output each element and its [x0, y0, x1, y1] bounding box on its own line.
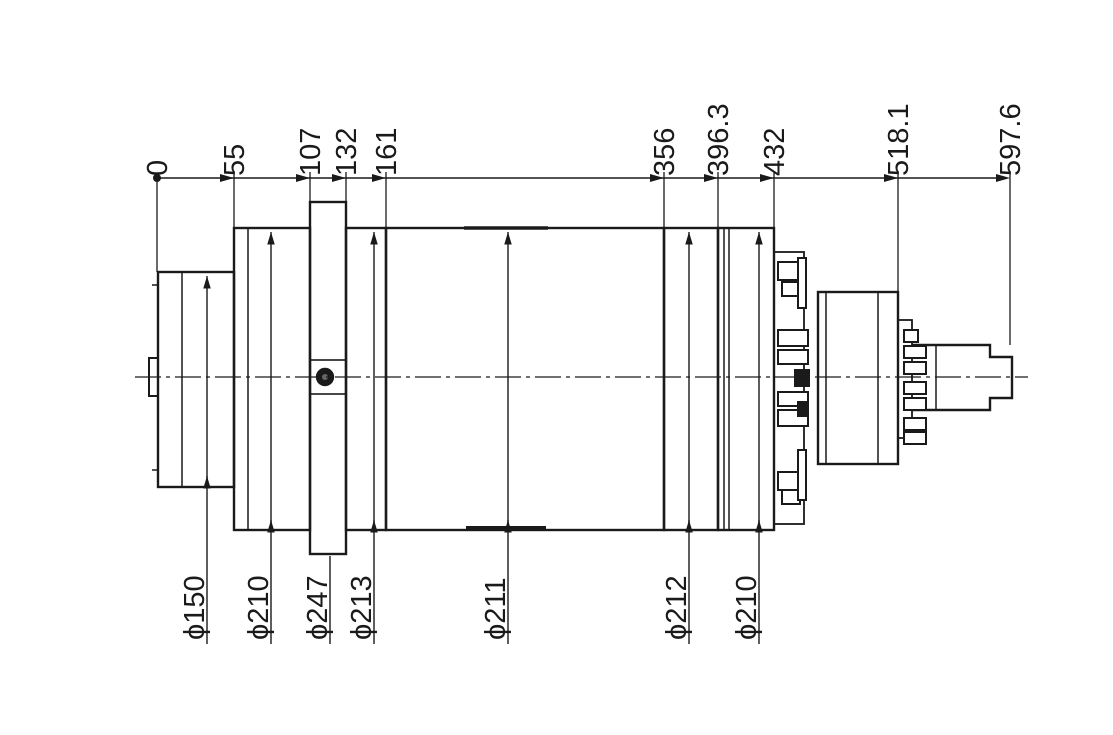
dim-label-356: 356: [649, 128, 681, 176]
dia-label-247: ϕ247: [302, 575, 334, 640]
dim-label-432: 432: [759, 128, 791, 176]
dia-label-150: ϕ150: [179, 575, 211, 640]
main-housing: [384, 226, 666, 532]
dia-label-212: ϕ212: [661, 575, 693, 640]
dim-label-518-1: 518.1: [883, 103, 915, 176]
dia-label-213: ϕ213: [346, 575, 378, 640]
rear-cover: [773, 251, 805, 525]
rotary-union: [816, 290, 900, 466]
dim-label-396-3: 396.3: [703, 103, 735, 176]
dia-label-210-rear: ϕ210: [731, 575, 763, 640]
axial-dimension-chain: 0 55 107 132 161 356 396.3 432 518.1 597…: [142, 103, 1027, 345]
diameter-dimensions: [203, 232, 763, 644]
spindle-body: [148, 200, 1014, 556]
dia-label-211: ϕ211: [480, 578, 512, 640]
rear-housing: [662, 226, 720, 532]
diameter-labels: ϕ150 ϕ210 ϕ247 ϕ213 ϕ211 ϕ212 ϕ210: [179, 575, 763, 640]
dim-label-132: 132: [331, 128, 363, 176]
dim-label-107: 107: [295, 128, 327, 176]
front-housing: [232, 226, 312, 532]
dim-label-597-6: 597.6: [995, 103, 1027, 176]
rear-fittings: [777, 257, 927, 505]
dia-label-210-front: ϕ210: [243, 575, 275, 640]
dim-label-161: 161: [371, 128, 403, 176]
front-nose: [156, 270, 236, 489]
dim-label-55: 55: [219, 144, 251, 176]
drawbar-end: [912, 343, 1014, 412]
dim-label-0: 0: [142, 160, 174, 176]
